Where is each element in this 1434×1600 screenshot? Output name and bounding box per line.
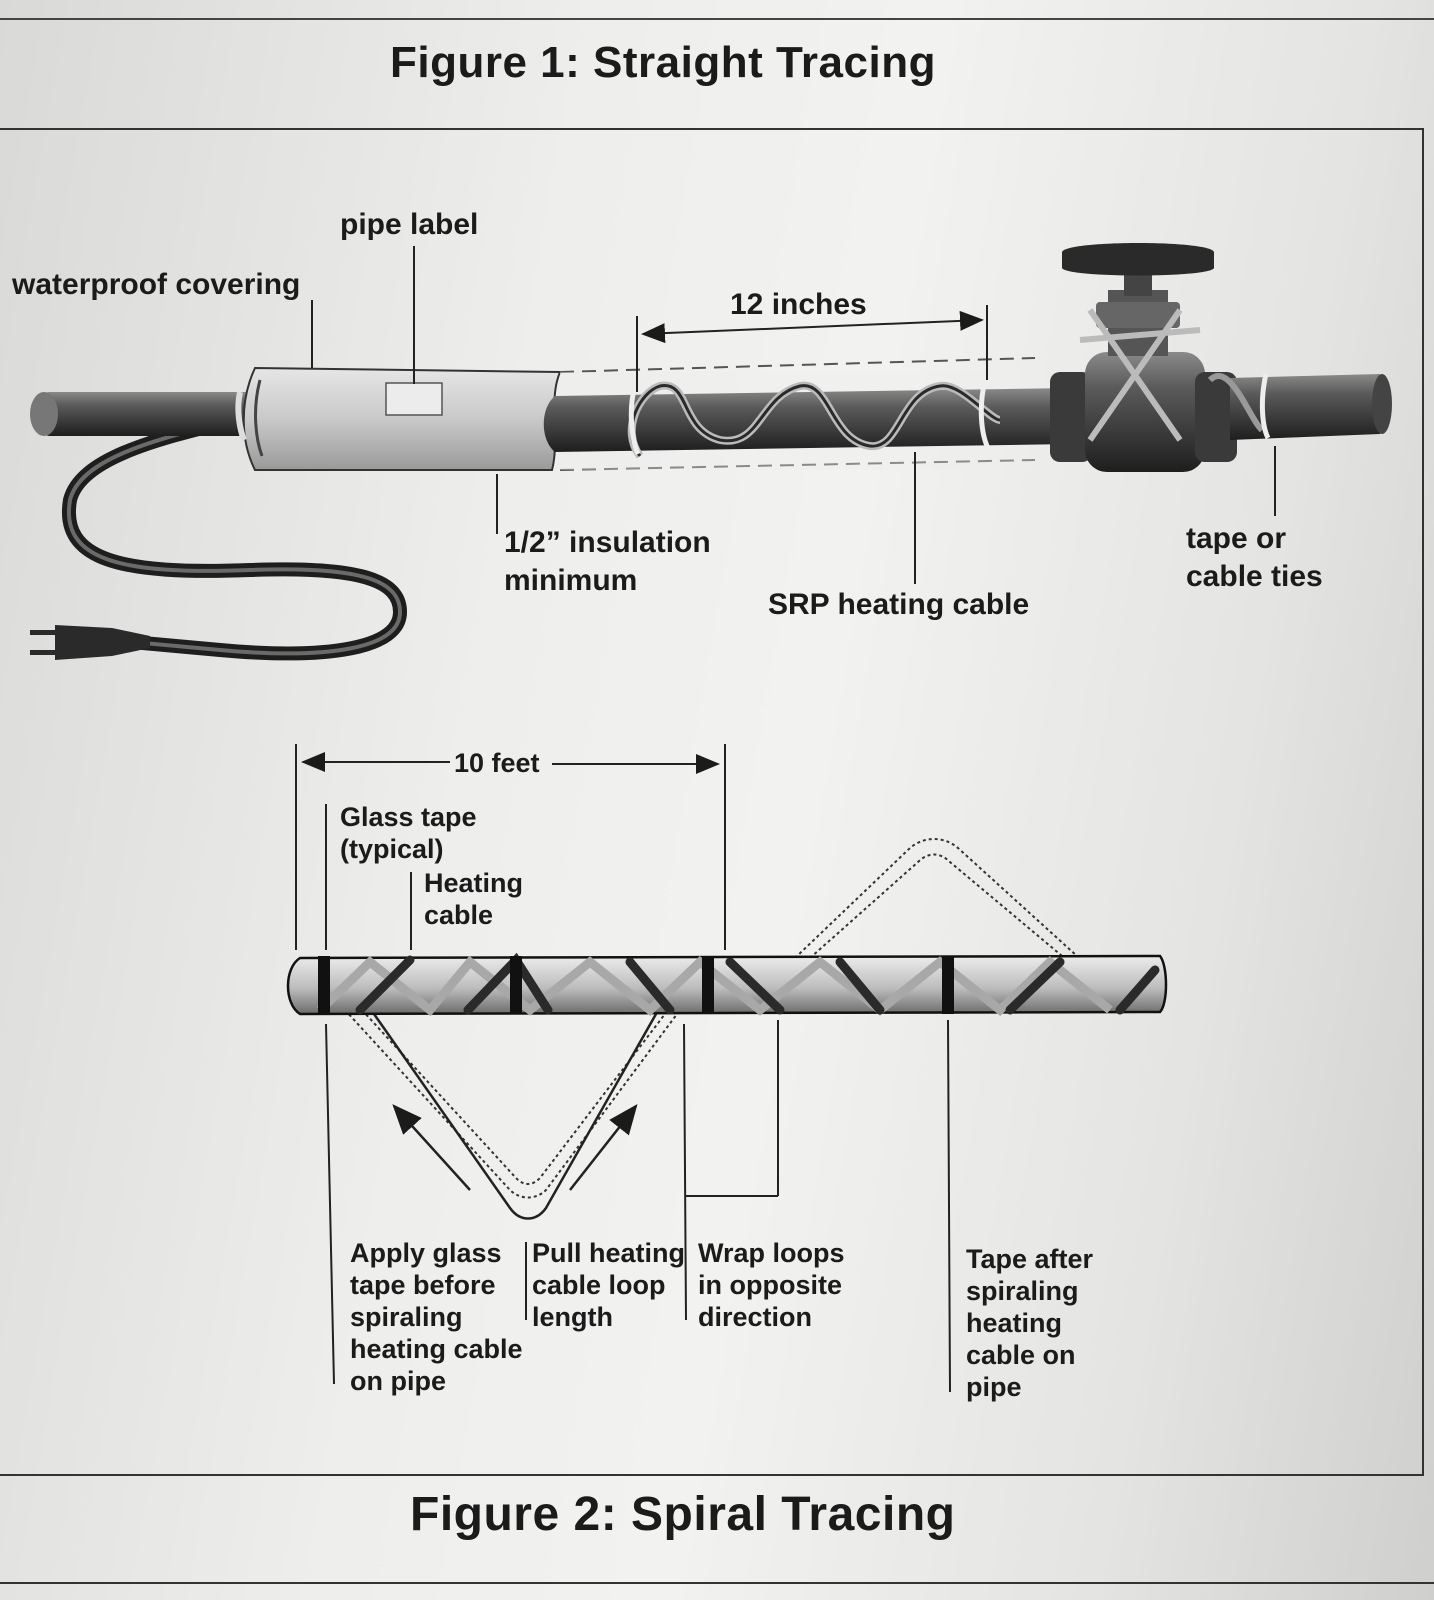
- glass-tape-text-line2: (typical): [340, 834, 444, 864]
- tape-after-line4: cable on: [966, 1340, 1076, 1370]
- top-rule: [0, 0, 1434, 20]
- pull-loop-line1: Pull heating: [532, 1238, 686, 1268]
- heating-cable-text-line2: cable: [424, 900, 494, 930]
- apply-glass-tape-line3: spiraling: [350, 1302, 463, 1332]
- bottom-rule: [0, 1582, 1434, 1584]
- heating-cable-text-line1: Heating: [424, 868, 524, 898]
- figure1-leader-lines: [311, 246, 1276, 584]
- apply-glass-tape-line2: tape before: [350, 1270, 496, 1300]
- glass-tape-text-line1: Glass tape: [340, 802, 477, 832]
- wrap-loops-line3: direction: [698, 1302, 813, 1332]
- pipe-label-text: pipe label: [340, 208, 479, 241]
- ten-feet-text: 10 feet: [454, 748, 540, 778]
- apply-glass-tape-line5: on pipe: [350, 1366, 446, 1396]
- tape-after-line2: spiraling: [966, 1276, 1079, 1306]
- apply-glass-tape-line4: heating cable: [350, 1334, 523, 1364]
- tape-after-line3: heating: [966, 1308, 1063, 1338]
- spiral-tracing-pipe: [286, 838, 1168, 1220]
- wrap-loops-line2: in opposite: [698, 1270, 842, 1300]
- tape-after-line5: pipe: [966, 1372, 1022, 1402]
- figure2-title: Figure 2: Spiral Tracing: [410, 1488, 956, 1541]
- pull-loop-line3: length: [532, 1302, 613, 1332]
- insulation-text-line1: 1/2” insulation: [504, 526, 711, 559]
- insulation-text-line2: minimum: [504, 564, 638, 597]
- figure2-leader-lines: [295, 744, 951, 1393]
- apply-glass-tape-line1: Apply glass: [350, 1238, 502, 1268]
- twelve-inches-text: 12 inches: [730, 288, 867, 321]
- figure-frame: [0, 128, 1424, 1476]
- waterproof-covering-text: waterproof covering: [12, 268, 301, 301]
- wrap-loops-line1: Wrap loops: [698, 1238, 845, 1268]
- srp-heating-cable-text: SRP heating cable: [768, 588, 1030, 621]
- tape-or-ties-text-line1: tape or: [1186, 522, 1287, 555]
- tape-after-line1: Tape after: [966, 1244, 1094, 1274]
- pull-loop-line2: cable loop: [532, 1270, 666, 1300]
- figure1-title: Figure 1: Straight Tracing: [390, 38, 936, 87]
- straight-tracing-pipe: [30, 243, 1392, 661]
- tape-or-ties-text-line2: cable ties: [1186, 560, 1323, 593]
